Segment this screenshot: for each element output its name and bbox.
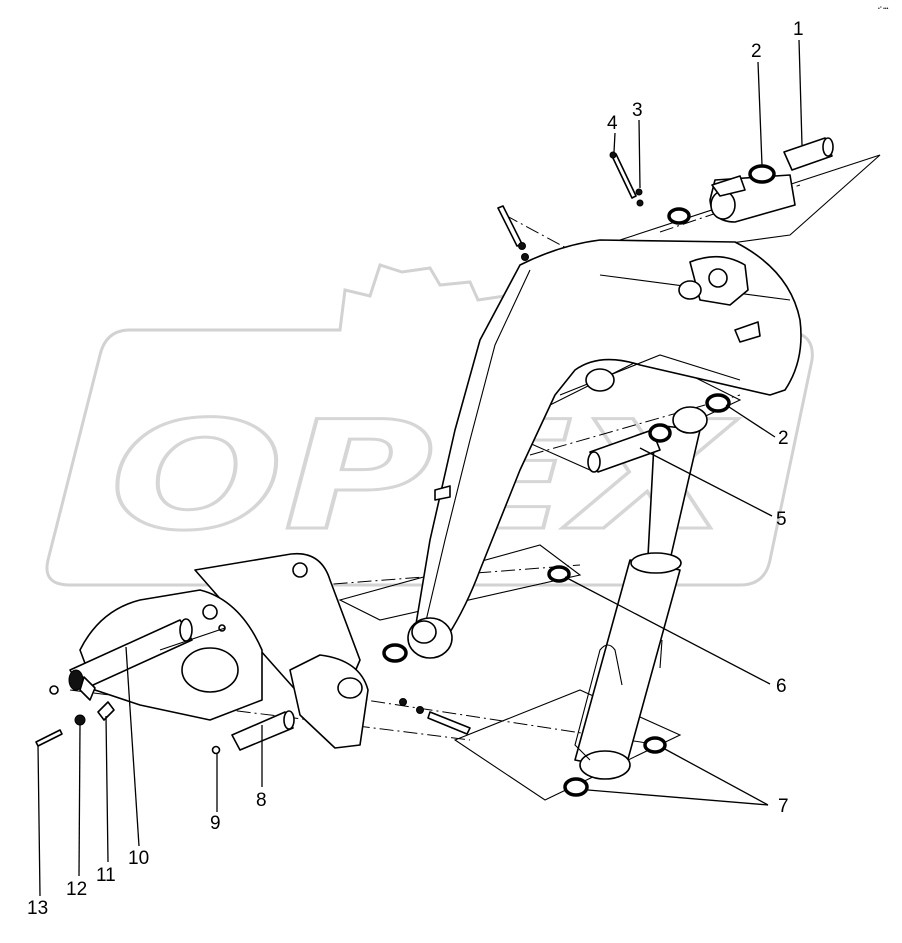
callout-3: 3 <box>632 100 643 121</box>
nut-3b <box>636 199 644 207</box>
callout-2-right: 2 <box>778 428 789 449</box>
top-cylinder <box>709 174 796 223</box>
rings <box>382 164 776 797</box>
washer-12 <box>74 714 86 726</box>
leader-5 <box>639 447 773 517</box>
screw-pin-10 <box>49 685 59 695</box>
boom-bracket-small <box>734 321 761 343</box>
callout-8: 8 <box>256 790 267 811</box>
pin-5-end <box>587 451 601 473</box>
leader-lines <box>37 39 803 897</box>
leader-1 <box>798 39 803 146</box>
boom-inner-edge <box>424 269 531 626</box>
clevis-bore <box>337 677 363 699</box>
ring-2-right <box>705 393 731 413</box>
callout-11: 11 <box>96 865 116 886</box>
axis-middle <box>529 394 741 456</box>
leader-7b <box>587 789 769 806</box>
hardware <box>35 151 644 755</box>
pin-10-lock-plate <box>79 676 96 701</box>
callout-5: 5 <box>776 509 787 530</box>
pin-10-end <box>179 618 193 642</box>
bolt-clevis-nut-2 <box>416 706 424 714</box>
leader-3 <box>638 119 641 189</box>
leader-10 <box>125 646 140 847</box>
nut-3 <box>635 188 643 196</box>
callout-9: 9 <box>210 813 221 834</box>
bolt-boom <box>497 205 523 247</box>
bolt-clevis-nut-1 <box>399 698 407 706</box>
screw-9 <box>211 745 221 755</box>
watermark-gear-outline <box>45 263 814 587</box>
cylinder-barrel <box>574 559 681 771</box>
boom-lug-bore <box>708 268 728 288</box>
ring-6 <box>547 565 571 583</box>
leader-13 <box>37 744 41 897</box>
boom-pin-hole <box>678 280 702 300</box>
boom-pivot-bore <box>585 368 615 392</box>
grease-fitting-line <box>159 627 226 651</box>
plane-bottom <box>453 689 682 801</box>
cylinder-bottom-eye <box>579 750 631 780</box>
pin-8-end <box>283 710 295 730</box>
bracket-clevis <box>289 654 369 749</box>
boom-tab <box>434 485 451 501</box>
pins <box>68 137 834 751</box>
cylinder-hose-1 <box>574 644 623 761</box>
axis-boom-foot <box>189 564 581 596</box>
pin-1-end <box>822 137 834 157</box>
ring-2-top <box>748 164 776 184</box>
bolt-clevis <box>427 711 471 735</box>
callout-2-top: 2 <box>751 41 762 62</box>
callout-1: 1 <box>793 19 804 40</box>
callout-4: 4 <box>607 113 618 134</box>
callout-12: 12 <box>66 879 87 900</box>
axis-diagonal <box>504 214 701 321</box>
bolt-13 <box>35 729 63 747</box>
bolt-boom-nut-2 <box>521 253 529 261</box>
callout-13: 13 <box>27 898 48 919</box>
boom-foot-bore <box>411 620 437 644</box>
bolt-boom-nut-1 <box>518 242 526 250</box>
callout-7-right: 7 <box>778 796 789 817</box>
bolt-4 <box>611 153 637 199</box>
cylinder-rod-eye <box>672 406 708 434</box>
lock-11 <box>97 701 115 721</box>
leader-11 <box>105 715 109 863</box>
callouts: 1 2 3 4 2 5 6 7 7 8 9 10 11 12 13 <box>27 19 804 919</box>
leader-2a <box>757 61 763 166</box>
boom-outline <box>414 239 802 656</box>
watermark-text: OPEX <box>110 390 739 564</box>
bracket-cutout <box>181 647 239 693</box>
leader-4 <box>613 132 616 153</box>
boom-arm <box>407 239 802 659</box>
ring-pin-5 <box>648 423 672 443</box>
leader-6 <box>564 576 771 685</box>
cylinder-barrel-top <box>630 552 682 574</box>
ring-7-right <box>643 736 667 754</box>
callout-6: 6 <box>776 676 787 697</box>
top-cylinder-head <box>711 175 746 197</box>
ring-top-cylinder <box>667 207 691 225</box>
leader-2b <box>725 404 776 438</box>
leader-12 <box>78 724 81 877</box>
mounting-bracket <box>79 553 369 749</box>
bracket-bore-front <box>202 604 218 620</box>
ring-boom-foot <box>382 643 408 663</box>
watermark: OPEX <box>45 263 814 587</box>
callout-10: 10 <box>128 848 149 869</box>
bracket-bore-upper <box>292 562 308 578</box>
pin-1 <box>783 137 833 171</box>
bolt-4-head <box>609 151 617 159</box>
cylinder-hose-2 <box>659 639 663 669</box>
leader-7a <box>662 747 769 806</box>
ring-7-bottom <box>563 777 589 797</box>
corner-mark: •° ••• <box>878 6 889 12</box>
